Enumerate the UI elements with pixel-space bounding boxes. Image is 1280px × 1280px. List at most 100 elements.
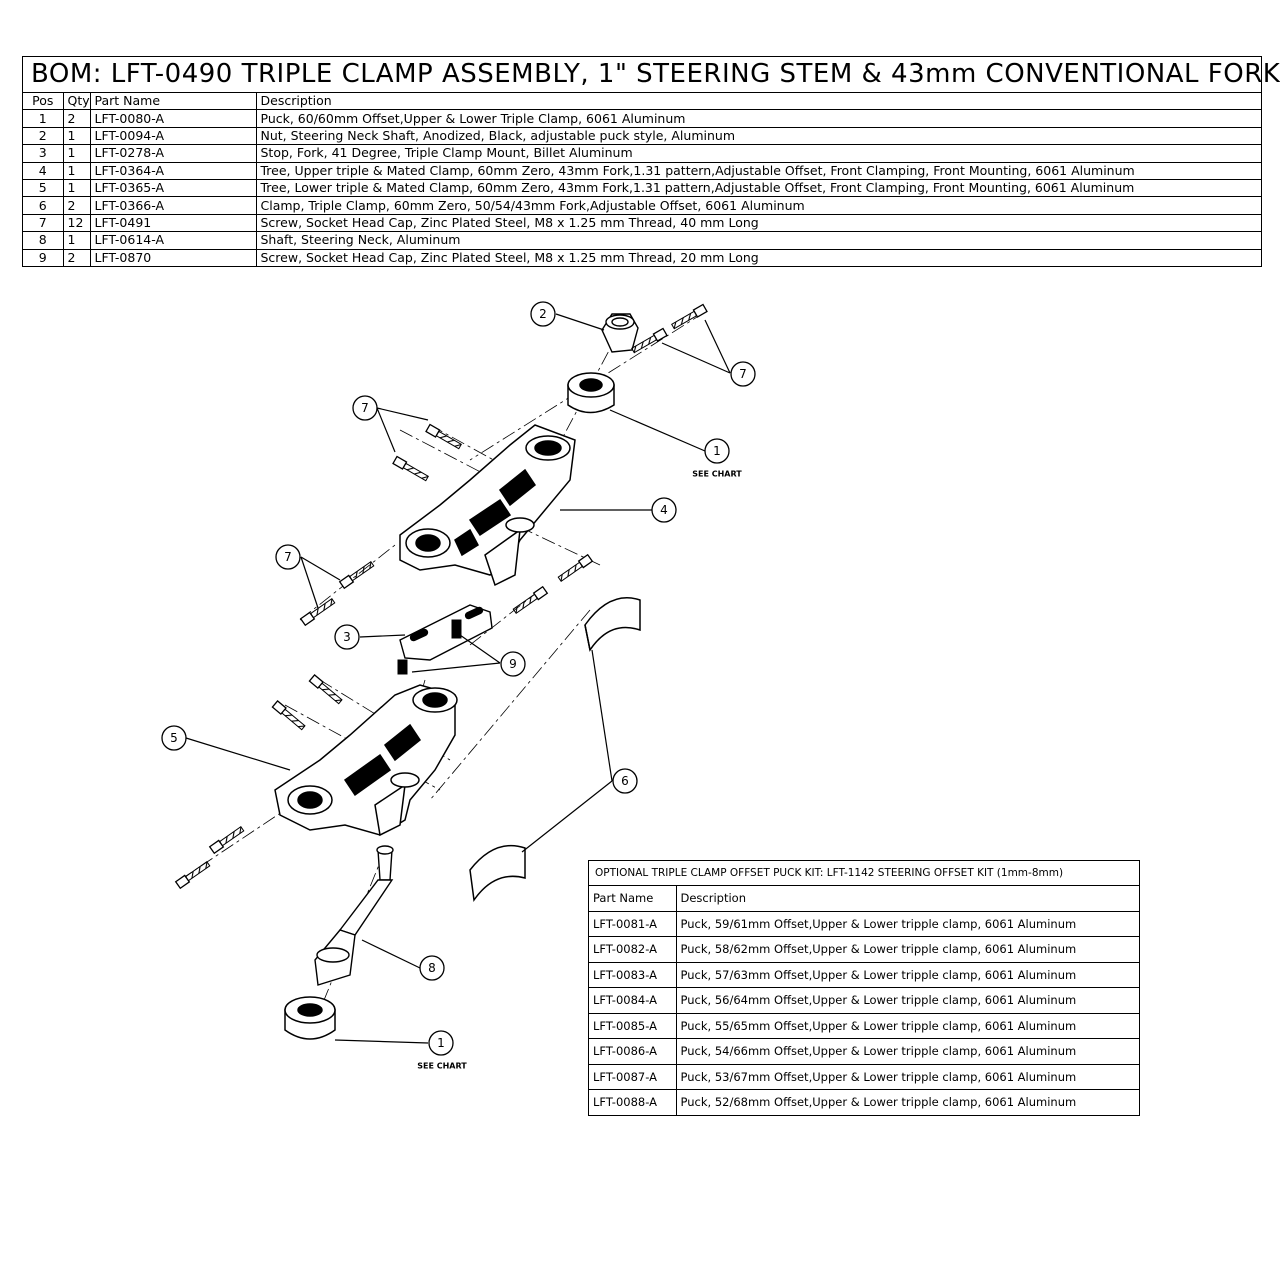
- bom-cell-pos: 9: [23, 248, 64, 266]
- table-row: 1 2 LFT-0080-A Puck, 60/60mm Offset,Uppe…: [23, 109, 1261, 128]
- table-row: 8 1 LFT-0614-A Shaft, Steering Neck, Alu…: [23, 231, 1261, 250]
- bom-cell-pos: 2: [23, 126, 64, 146]
- table-row: LFT-0087-A Puck, 53/67mm Offset,Upper & …: [589, 1063, 1139, 1090]
- kit-cell-part: LFT-0088-A: [589, 1089, 677, 1115]
- callout-4: 4: [660, 503, 668, 517]
- kit-cell-part: LFT-0082-A: [589, 936, 677, 963]
- bom-cell-desc: Clamp, Triple Clamp, 60mm Zero, 50/54/43…: [255, 196, 1261, 215]
- table-row: LFT-0085-A Puck, 55/65mm Offset,Upper & …: [589, 1012, 1139, 1039]
- lower-puck-part: [284, 996, 336, 1040]
- bom-title: BOM: LFT-0490 TRIPLE CLAMP ASSEMBLY, 1" …: [23, 57, 1280, 93]
- kit-cell-desc: Puck, 53/67mm Offset,Upper & Lower tripp…: [675, 1063, 1139, 1090]
- kit-cell-desc: Puck, 55/65mm Offset,Upper & Lower tripp…: [675, 1012, 1139, 1039]
- table-row: LFT-0084-A Puck, 56/64mm Offset,Upper & …: [589, 987, 1139, 1014]
- callout-5: 5: [170, 731, 178, 745]
- kit-cell-part: LFT-0085-A: [589, 1012, 677, 1039]
- offset-kit-table: OPTIONAL TRIPLE CLAMP OFFSET PUCK KIT: L…: [588, 860, 1140, 1116]
- kit-cell-desc: Puck, 52/68mm Offset,Upper & Lower tripp…: [675, 1089, 1139, 1115]
- kit-header-desc: Description: [675, 886, 1139, 912]
- kit-cell-part: LFT-0083-A: [589, 961, 677, 988]
- upper-puck-part: [567, 372, 615, 414]
- callout-7: 7: [739, 367, 747, 381]
- bom-cell-pos: 4: [23, 161, 64, 180]
- table-row: 6 2 LFT-0366-A Clamp, Triple Clamp, 60mm…: [23, 196, 1261, 215]
- table-row: 4 1 LFT-0364-A Tree, Upper triple & Mate…: [23, 161, 1261, 180]
- long-screw-parts: [175, 303, 708, 889]
- kit-cell-part: LFT-0081-A: [589, 910, 677, 937]
- bom-cell-pos: 3: [23, 144, 64, 163]
- table-row: LFT-0082-A Puck, 58/62mm Offset,Upper & …: [589, 936, 1139, 963]
- bom-header-part: Part Name: [89, 93, 257, 111]
- kit-parts-table: Part Name Description LFT-0081-A Puck, 5…: [589, 886, 1139, 1115]
- callout-3: 3: [343, 630, 351, 644]
- bom-cell-desc: Shaft, Steering Neck, Aluminum: [255, 231, 1261, 250]
- bom-header-row: Pos Qty Part Name Description: [23, 93, 1261, 111]
- bom-cell-part: LFT-0491: [89, 213, 257, 233]
- table-row: 9 2 LFT-0870 Screw, Socket Head Cap, Zin…: [23, 248, 1261, 266]
- bom-cell-qty: 1: [62, 161, 91, 180]
- bom-cell-desc: Nut, Steering Neck Shaft, Anodized, Blac…: [255, 126, 1261, 146]
- bom-cell-desc: Screw, Socket Head Cap, Zinc Plated Stee…: [255, 248, 1261, 266]
- bom-cell-qty: 2: [62, 248, 91, 266]
- kit-cell-part: LFT-0086-A: [589, 1038, 677, 1065]
- bom-cell-qty: 2: [62, 196, 91, 215]
- bom-cell-qty: 2: [62, 109, 91, 128]
- bom-cell-desc: Tree, Upper triple & Mated Clamp, 60mm Z…: [255, 161, 1261, 180]
- callout-7: 7: [361, 401, 369, 415]
- table-row: LFT-0081-A Puck, 59/61mm Offset,Upper & …: [589, 910, 1139, 937]
- see-chart-label: SEE CHART: [692, 470, 742, 479]
- bom-cell-qty: 1: [62, 231, 91, 250]
- short-screw-parts: [397, 619, 462, 675]
- kit-header-part: Part Name: [589, 886, 677, 912]
- bom-cell-part: LFT-0094-A: [89, 126, 257, 146]
- bom-cell-part: LFT-0364-A: [89, 161, 257, 180]
- table-row: 7 12 LFT-0491 Screw, Socket Head Cap, Zi…: [23, 213, 1261, 233]
- bom-cell-qty: 1: [62, 126, 91, 146]
- see-chart-label: SEE CHART: [417, 1062, 467, 1071]
- kit-cell-desc: Puck, 59/61mm Offset,Upper & Lower tripp…: [675, 910, 1139, 937]
- bom-parts-table: Pos Qty Part Name Description 1 2 LFT-00…: [23, 93, 1261, 266]
- table-row: LFT-0086-A Puck, 54/66mm Offset,Upper & …: [589, 1038, 1139, 1065]
- steering-nut-part: [601, 313, 639, 353]
- bom-header-desc: Description: [255, 93, 1261, 111]
- bom-cell-qty: 1: [62, 178, 91, 198]
- bom-cell-pos: 5: [23, 178, 64, 198]
- kit-cell-part: LFT-0087-A: [589, 1063, 677, 1090]
- bom-cell-pos: 8: [23, 231, 64, 250]
- bom-cell-desc: Stop, Fork, 41 Degree, Triple Clamp Moun…: [255, 144, 1261, 163]
- callout-8: 8: [428, 961, 436, 975]
- kit-cell-desc: Puck, 54/66mm Offset,Upper & Lower tripp…: [675, 1038, 1139, 1065]
- bom-cell-pos: 7: [23, 213, 64, 233]
- callout-9: 9: [509, 657, 517, 671]
- kit-cell-desc: Puck, 57/63mm Offset,Upper & Lower tripp…: [675, 961, 1139, 988]
- table-row: 3 1 LFT-0278-A Stop, Fork, 41 Degree, Tr…: [23, 144, 1261, 163]
- bom-header-pos: Pos: [23, 93, 64, 111]
- callout-1: 1: [713, 444, 721, 458]
- bom-cell-part: LFT-0366-A: [89, 196, 257, 215]
- kit-cell-part: LFT-0084-A: [589, 987, 677, 1014]
- bom-header-qty: Qty: [62, 93, 91, 111]
- bom-cell-qty: 12: [62, 213, 91, 233]
- kit-header-row: Part Name Description: [589, 886, 1139, 912]
- bom-cell-desc: Screw, Socket Head Cap, Zinc Plated Stee…: [255, 213, 1261, 233]
- kit-title: OPTIONAL TRIPLE CLAMP OFFSET PUCK KIT: L…: [589, 861, 1139, 886]
- lower-triple-clamp-part: [274, 684, 458, 837]
- bom-cell-part: LFT-0365-A: [89, 178, 257, 198]
- callout-6: 6: [621, 774, 629, 788]
- steering-shaft-part: [314, 845, 394, 986]
- table-row: LFT-0088-A Puck, 52/68mm Offset,Upper & …: [589, 1089, 1139, 1115]
- kit-cell-desc: Puck, 56/64mm Offset,Upper & Lower tripp…: [675, 987, 1139, 1014]
- bom-cell-qty: 1: [62, 144, 91, 163]
- callout-2: 2: [539, 307, 547, 321]
- bom-cell-desc: Puck, 60/60mm Offset,Upper & Lower Tripl…: [255, 109, 1261, 128]
- fork-clamp-upper-part: [584, 597, 641, 652]
- table-row: LFT-0083-A Puck, 57/63mm Offset,Upper & …: [589, 961, 1139, 988]
- fork-clamp-lower-part: [469, 844, 526, 903]
- table-row: 5 1 LFT-0365-A Tree, Lower triple & Mate…: [23, 178, 1261, 198]
- upper-triple-clamp-part: [399, 424, 576, 587]
- bom-cell-part: LFT-0080-A: [89, 109, 257, 128]
- kit-cell-desc: Puck, 58/62mm Offset,Upper & Lower tripp…: [675, 936, 1139, 963]
- bom-cell-pos: 1: [23, 109, 64, 128]
- bom-table: BOM: LFT-0490 TRIPLE CLAMP ASSEMBLY, 1" …: [22, 56, 1280, 267]
- bom-cell-part: LFT-0614-A: [89, 231, 257, 250]
